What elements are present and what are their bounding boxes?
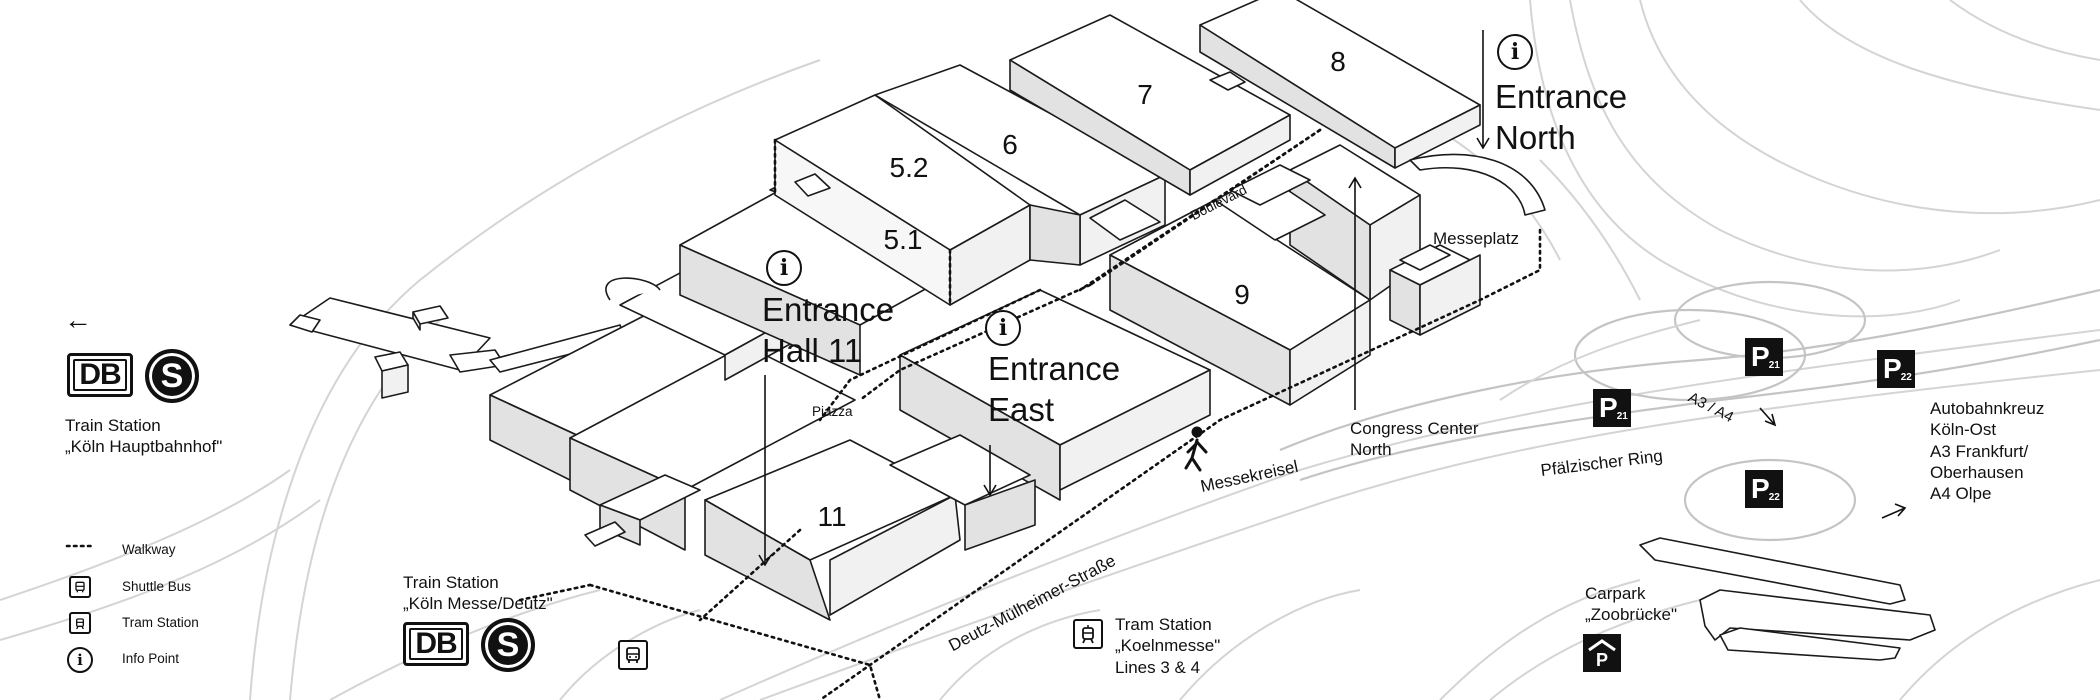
parking-letter: P <box>1883 353 1902 384</box>
train-station-deutz-label: Train Station „Köln Messe/Deutz" <box>403 573 553 614</box>
db-logo-hbf: DB <box>67 353 133 397</box>
congress-center-block <box>1214 144 1481 336</box>
parking-p21-south[interactable]: P21 <box>1593 389 1631 427</box>
parking-letter: P <box>1751 341 1770 372</box>
east-block <box>899 289 1211 501</box>
hall-7-block <box>1009 14 1291 196</box>
parking-number: 21 <box>1768 360 1780 371</box>
piazza-label: Piazza <box>812 404 853 419</box>
walkway-legend-icon <box>65 544 95 548</box>
legend-info-point-label: Info Point <box>122 651 180 666</box>
db-logo-text: DB <box>415 627 457 660</box>
parking-number: 22 <box>1768 492 1780 503</box>
hall-7-label: 7 <box>1137 79 1153 110</box>
congress-center-label: Congress Center North <box>1350 419 1479 460</box>
parking-number: 21 <box>1616 411 1628 422</box>
parking-letter: P <box>1751 473 1770 504</box>
hall-9-label: 9 <box>1234 279 1250 310</box>
entrance-north-label: Entrance North <box>1495 78 1628 157</box>
legend-shuttle-bus-icon <box>69 576 91 598</box>
legend-tram-station-label: Tram Station <box>122 615 199 630</box>
left-arrow-icon: ← <box>64 304 92 335</box>
info-point-north-icon[interactable]: i <box>1497 34 1533 70</box>
direction-arrows <box>758 30 1907 567</box>
hall-8-block <box>1199 0 1481 169</box>
entrance-hall11-label: Entrance Hall 11 <box>762 291 895 370</box>
db-logo-deutz: DB <box>403 622 469 666</box>
bus-icon <box>626 647 640 663</box>
sbahn-logo-hbf: S <box>145 349 199 403</box>
svg-text:P: P <box>1596 650 1608 668</box>
parking-p22-east[interactable]: P22 <box>1877 350 1915 388</box>
walkways <box>518 128 1542 700</box>
autobahnkreuz-label: Autobahnkreuz Köln-Ost A3 Frankfurt/ Obe… <box>1930 399 2045 503</box>
train-station-hbf-label: Train Station „Köln Hauptbahnhof" <box>65 416 223 457</box>
tram-icon <box>1082 625 1094 644</box>
legend-info-point-icon: i <box>67 647 93 673</box>
hall-11-label: 11 <box>817 501 847 532</box>
tram-station-icon[interactable] <box>1073 619 1103 649</box>
legend-walkway-label: Walkway <box>122 542 176 557</box>
messeplatz-label: Messeplatz <box>1433 229 1519 248</box>
hall-8-label: 8 <box>1330 46 1346 77</box>
parking-p22-south[interactable]: P22 <box>1745 470 1783 508</box>
sbahn-logo-deutz: S <box>481 618 535 672</box>
bridge-hbf <box>289 297 626 399</box>
info-point-hall11-icon[interactable]: i <box>766 250 802 286</box>
parking-p21-north[interactable]: P21 <box>1745 338 1783 376</box>
pedestrian-icon <box>1184 426 1208 472</box>
legend-tram-station-icon <box>69 612 91 634</box>
covered-parking-icon: P <box>1588 639 1616 668</box>
tram-station-label: Tram Station „Koelnmesse" Lines 3 & 4 <box>1115 615 1221 677</box>
db-logo-text: DB <box>79 358 121 391</box>
carpark-zoobruecke-label: Carpark „Zoobrücke" <box>1585 584 1678 625</box>
shuttle-bus-icon[interactable] <box>618 640 648 670</box>
hall-6-label: 6 <box>1002 129 1018 160</box>
hall-5-2-label: 5.2 <box>889 152 929 183</box>
legend-shuttle-bus-label: Shuttle Bus <box>122 579 192 594</box>
parking-letter: P <box>1599 392 1618 423</box>
entrance-east-label: Entrance East <box>988 350 1121 429</box>
messeplatz-arc <box>1409 153 1546 216</box>
carpark-icon[interactable]: P <box>1583 634 1621 672</box>
carpark-zoobruecke-shape <box>1639 537 1936 661</box>
hall-5-1-label: 5.1 <box>883 224 923 255</box>
info-point-east-icon[interactable]: i <box>985 310 1021 346</box>
parking-number: 22 <box>1900 372 1912 383</box>
